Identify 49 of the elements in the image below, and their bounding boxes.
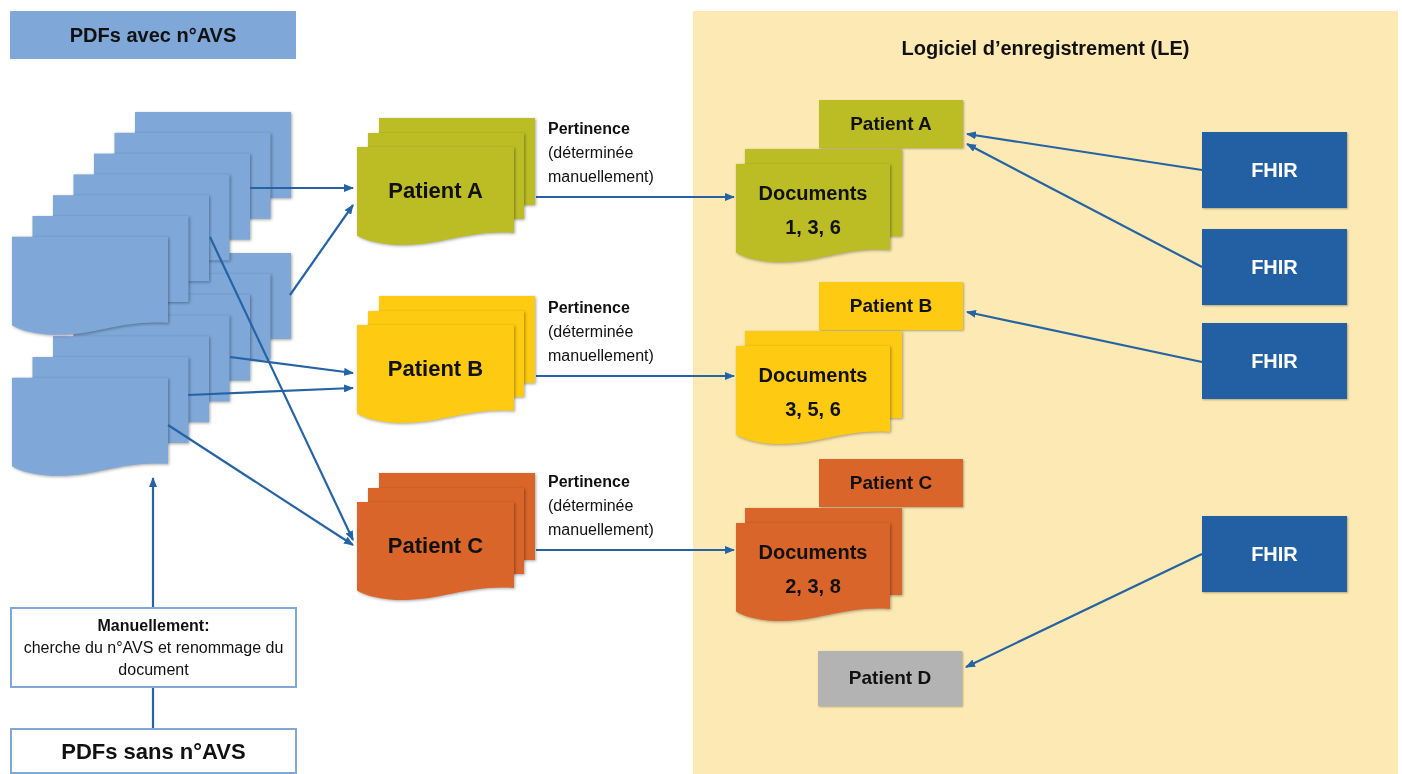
fhir-box: FHIR (1202, 132, 1347, 208)
picture (13, 112, 292, 476)
edge-label: Pertinence (déterminée manuellement) (548, 298, 655, 366)
arrow (966, 309, 1203, 364)
arrow (966, 131, 1203, 172)
patient-tag: Patient B (819, 282, 963, 330)
edge-label: Pertinence (déterminée manuellement) (548, 119, 655, 187)
box-heading: Manuellement: (97, 615, 210, 636)
document-label: 2, 3, 8 (785, 574, 841, 599)
document-stack (736, 149, 903, 263)
software-panel (693, 11, 1398, 774)
patient-document-stack (357, 296, 536, 425)
arrow (536, 372, 735, 380)
arrow (966, 143, 1203, 268)
patient-tag: Patient A (819, 100, 963, 148)
arrow (965, 553, 1203, 668)
document-label: Documents (758, 181, 868, 206)
arrow (209, 236, 354, 541)
patient-document-stack (357, 473, 536, 602)
document-stack (736, 508, 903, 622)
arrow (167, 424, 354, 546)
box-title: PDFs sans n°AVS (61, 737, 246, 766)
patient-tag: Patient D (818, 651, 962, 706)
arrow (289, 204, 354, 296)
arrow (149, 477, 157, 607)
arrow (229, 355, 354, 376)
patient-label: Patient A (388, 176, 483, 205)
arrow (250, 184, 354, 192)
patient-label: Patient B (387, 354, 484, 383)
document-label: 3, 5, 6 (785, 397, 841, 422)
patient-document-stack (357, 118, 536, 247)
document-label: 1, 3, 6 (785, 215, 841, 240)
arrow (536, 546, 735, 554)
fhir-box: FHIR (1202, 323, 1347, 399)
document-stack (736, 331, 903, 445)
edge-label: Pertinence (déterminée manuellement) (548, 472, 655, 540)
patient-label: Patient C (387, 531, 484, 560)
panel-title: Logiciel d’enregistrement (LE) (900, 36, 1191, 61)
fhir-box: FHIR (1202, 516, 1347, 592)
header-box: PDFs avec n°AVS (10, 11, 296, 59)
arrow (187, 384, 354, 397)
patient-tag: Patient C (819, 459, 963, 507)
arrow (536, 193, 735, 201)
document-label: Documents (758, 540, 868, 565)
process-box (10, 728, 297, 774)
fhir-box: FHIR (1202, 229, 1347, 305)
box-text: cherche du n°AVS et renommage du document (22, 637, 285, 680)
process-box (10, 607, 297, 688)
document-label: Documents (758, 363, 868, 388)
